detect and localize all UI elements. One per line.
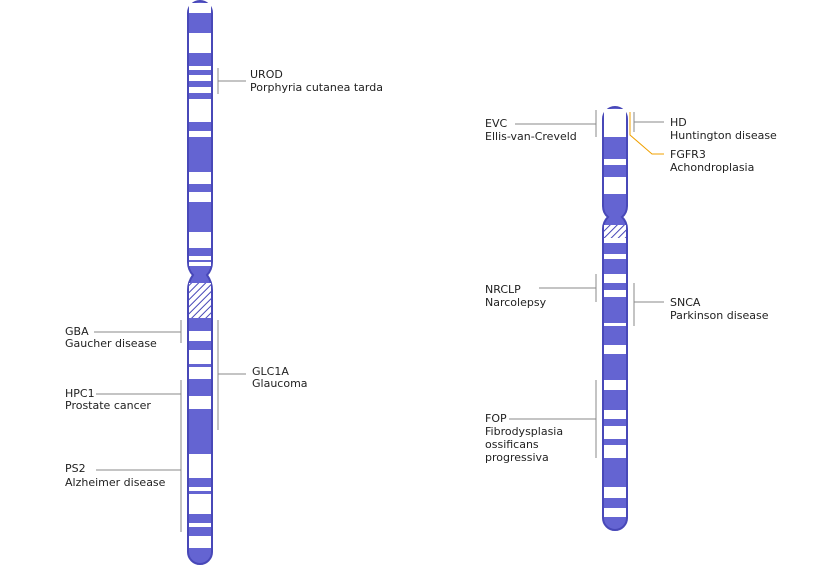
- annotation-fgfr3: FGFR3 Achondroplasia: [629, 112, 754, 174]
- annotation-gba: GBA Gaucher disease: [65, 320, 182, 350]
- disease-label-gba: Gaucher disease: [65, 337, 157, 350]
- gene-label-gba: GBA: [65, 325, 89, 338]
- chromosome-1-interband-14: [189, 350, 211, 364]
- annotation-hpc1: HPC1 Prostate cancer: [65, 380, 182, 412]
- chromosome-4-interband-6: [604, 274, 626, 283]
- chromosome-4-heterochromatin: [604, 225, 626, 238]
- chromosome-1-interband-11: [189, 256, 211, 260]
- gene-label-nrclp: NRCLP: [485, 283, 521, 296]
- gene-label-evc: EVC: [485, 117, 507, 130]
- disease-label-fgfr3: Achondroplasia: [670, 161, 754, 174]
- annotation-evc: EVC Ellis-van-Creveld: [485, 110, 597, 143]
- chromosome-1-interband-15: [189, 367, 211, 379]
- gene-label-glc1a: GLC1A: [252, 365, 289, 378]
- chromosome-1-interband-7: [189, 131, 211, 137]
- chromosome-4-interband-7: [604, 290, 626, 297]
- chromosome-4-interband-3: [604, 177, 626, 194]
- chromosome-1-interband-5: [189, 87, 211, 93]
- chromosome-4-body: [602, 105, 628, 531]
- disease-label-hd: Huntington disease: [670, 129, 777, 142]
- chromosome-4-interband-13: [604, 445, 626, 458]
- chromosome-4-interband-14: [604, 487, 626, 498]
- disease-label-urod: Porphyria cutanea tarda: [250, 81, 383, 94]
- chromosome-1-interband-17: [189, 454, 211, 478]
- disease-label-hpc1: Prostate cancer: [65, 399, 151, 412]
- gene-label-ps2: PS2: [65, 462, 86, 475]
- disease-label-fop-line3: progressiva: [485, 451, 549, 464]
- annotation-urod: UROD Porphyria cutanea tarda: [217, 68, 383, 94]
- chromosome-4: EVC Ellis-van-Creveld HD Huntington dise…: [485, 105, 777, 531]
- chromosome-1-interband-18: [189, 487, 211, 491]
- disease-label-fop-line2: ossificans: [485, 438, 539, 451]
- disease-label-evc: Ellis-van-Creveld: [485, 130, 577, 143]
- chromosome-1-interband-4: [189, 75, 211, 81]
- gene-label-fgfr3: FGFR3: [670, 148, 706, 161]
- chromosome-1: UROD Porphyria cutanea tarda GBA Gaucher…: [65, 0, 383, 565]
- chromosome-1-interband-2: [189, 33, 211, 53]
- chromosome-4-interband-5: [604, 254, 626, 259]
- chromosome-1-bands: [187, 0, 213, 565]
- chromosome-1-body: [187, 0, 213, 565]
- chromosome-4-interband-11: [604, 410, 626, 419]
- chromosome-1-interband-8: [189, 172, 211, 184]
- annotation-snca: SNCA Parkinson disease: [633, 283, 769, 326]
- chromosome-4-interband-1: [604, 109, 626, 137]
- disease-label-ps2: Alzheimer disease: [65, 476, 166, 489]
- chromosome-1-interband-10: [189, 232, 211, 248]
- chromosome-1-interband-9: [189, 192, 211, 202]
- chromosome-4-interband-9: [604, 345, 626, 354]
- disease-label-snca: Parkinson disease: [670, 309, 769, 322]
- gene-label-urod: UROD: [250, 68, 283, 81]
- gene-label-snca: SNCA: [670, 296, 701, 309]
- chromosome-4-bands: [602, 105, 628, 531]
- annotation-nrclp: NRCLP Narcolepsy: [485, 274, 597, 309]
- gene-label-hd: HD: [670, 116, 687, 129]
- chromosome-1-interband-20: [189, 523, 211, 527]
- chromosome-4-interband-12: [604, 426, 626, 439]
- chromosome-4-interband-15: [604, 508, 626, 517]
- disease-label-nrclp: Narcolepsy: [485, 296, 547, 309]
- chromosome-1-interband-3: [189, 66, 211, 70]
- annotation-hd: HD Huntington disease: [633, 112, 777, 142]
- chromosome-4-interband-8: [604, 323, 626, 326]
- disease-label-glc1a: Glaucoma: [252, 377, 308, 390]
- chromosome-1-interband-12: [189, 262, 211, 266]
- chromosome-1-interband-16: [189, 396, 211, 409]
- chromosome-1-interband-1: [189, 3, 211, 13]
- disease-label-fop: Fibrodysplasia: [485, 425, 563, 438]
- chromosome-4-interband-4: [604, 237, 626, 243]
- chromosome-1-interband-13: [189, 331, 211, 341]
- annotation-fop: FOP Fibrodysplasia ossificans progressiv…: [485, 380, 597, 464]
- chromosome-1-interband-6: [189, 99, 211, 122]
- chromosome-4-interband-10: [604, 380, 626, 390]
- gene-label-hpc1: HPC1: [65, 387, 95, 400]
- chromosome-1-heterochromatin: [189, 283, 211, 318]
- chromosome-4-interband-2: [604, 159, 626, 165]
- chromosome-1-interband-19: [189, 494, 211, 514]
- gene-label-fop: FOP: [485, 412, 507, 425]
- annotation-ps2: PS2 Alzheimer disease: [65, 408, 182, 532]
- annotation-glc1a: GLC1A Glaucoma: [217, 320, 308, 430]
- chromosome-1-interband-21: [189, 536, 211, 548]
